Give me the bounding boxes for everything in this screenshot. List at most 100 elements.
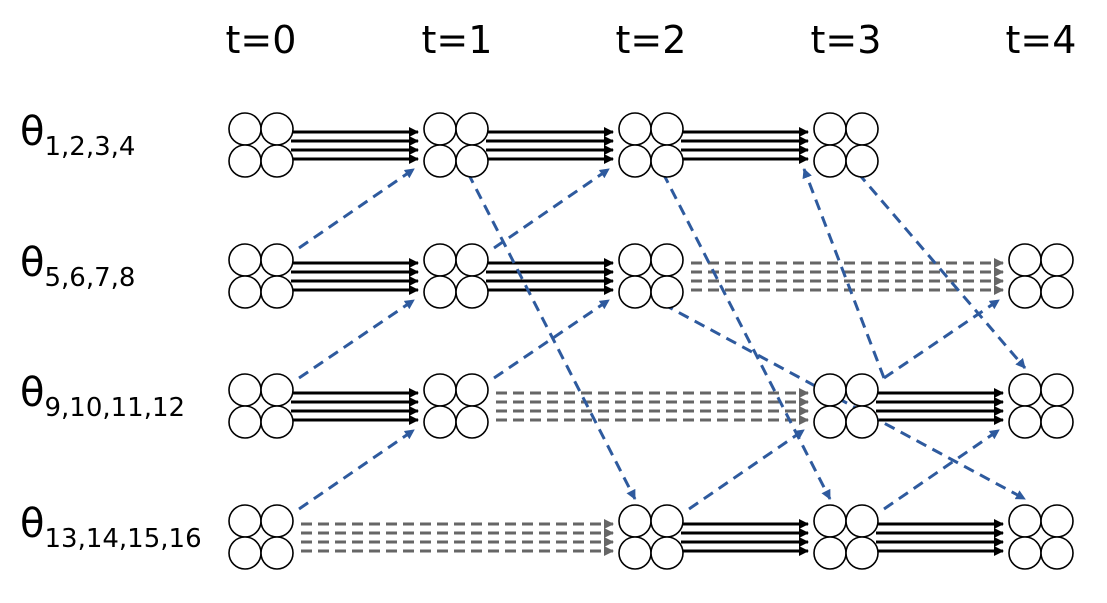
node-block-r1-t0	[228, 243, 294, 309]
exchange-arrow-12	[883, 428, 1000, 511]
node-circle-r0-t2-2	[618, 144, 652, 178]
node-circle-r3-t3-3	[845, 536, 879, 570]
exchange-arrow-8	[688, 428, 805, 511]
node-circle-r2-t1-0	[423, 373, 457, 407]
node-circle-r1-t0-3	[260, 275, 294, 309]
row-label-0-subscript: 1,2,3,4	[44, 132, 135, 162]
node-circle-r1-t1-1	[455, 243, 489, 277]
node-circle-r0-t2-1	[650, 112, 684, 146]
exchange-arrow-9	[856, 172, 1027, 369]
node-circle-r3-t0-1	[260, 504, 294, 538]
row-label-3: θ13,14,15,16	[20, 501, 202, 554]
time-labels: t=0 t=1 t=2 t=3 t=4	[226, 18, 1077, 62]
node-circle-r3-t2-2	[618, 536, 652, 570]
row-labels: θ1,2,3,4 θ5,6,7,8 θ9,10,11,12 θ13,14,15,…	[20, 109, 202, 554]
node-circle-r2-t3-0	[813, 373, 847, 407]
node-circle-r2-t0-0	[228, 373, 262, 407]
node-block-r2-t1	[423, 373, 489, 439]
node-circle-r2-t4-1	[1040, 373, 1074, 407]
node-block-r3-t0	[228, 504, 294, 570]
node-circle-r1-t2-2	[618, 275, 652, 309]
node-circle-r0-t0-2	[228, 144, 262, 178]
row-label-2-symbol: θ	[20, 370, 44, 416]
row-label-1: θ5,6,7,8	[20, 240, 135, 293]
node-circle-r2-t1-2	[423, 405, 457, 439]
node-circle-r1-t2-0	[618, 243, 652, 277]
node-circle-r1-t4-3	[1040, 275, 1074, 309]
node-circle-r0-t3-3	[845, 144, 879, 178]
node-block-r3-t4	[1008, 504, 1074, 570]
row-label-0: θ1,2,3,4	[20, 109, 135, 162]
node-circle-r0-t2-0	[618, 112, 652, 146]
exchange-arrow-1	[298, 298, 415, 380]
node-circle-r0-t1-0	[423, 112, 457, 146]
node-circle-r3-t4-2	[1008, 536, 1042, 570]
node-circle-r3-t0-0	[228, 504, 262, 538]
node-circle-r0-t3-1	[845, 112, 879, 146]
row-label-2: θ9,10,11,12	[20, 370, 185, 423]
node-circle-r2-t3-1	[845, 373, 879, 407]
node-circle-r2-t0-1	[260, 373, 294, 407]
node-circle-r1-t0-0	[228, 243, 262, 277]
exchange-layer	[298, 167, 1027, 511]
node-circle-r3-t0-3	[260, 536, 294, 570]
time-label-3: t=3	[811, 18, 882, 62]
time-label-0: t=0	[226, 18, 297, 62]
exchange-arrow-11	[662, 302, 1026, 501]
node-block-r0-t2	[618, 112, 684, 178]
node-circle-r1-t2-1	[650, 243, 684, 277]
exchange-arrow-4	[493, 298, 610, 380]
node-circle-r2-t0-3	[260, 405, 294, 439]
node-circle-r2-t0-2	[228, 405, 262, 439]
node-circle-r0-t1-2	[423, 144, 457, 178]
node-circle-r2-t4-3	[1040, 405, 1074, 439]
node-circle-r1-t0-2	[228, 275, 262, 309]
nodes-layer	[228, 112, 1074, 570]
row-label-2-subscript: 9,10,11,12	[44, 393, 185, 423]
node-circle-r3-t3-0	[813, 504, 847, 538]
node-circle-r3-t2-0	[618, 504, 652, 538]
exchange-arrow-7	[661, 172, 832, 500]
node-circle-r0-t3-2	[813, 144, 847, 178]
exchange-arrow-10	[883, 298, 1000, 380]
node-block-r0-t0	[228, 112, 294, 178]
node-circle-r3-t4-3	[1040, 536, 1074, 570]
node-block-r2-t0	[228, 373, 294, 439]
node-circle-r2-t4-2	[1008, 405, 1042, 439]
node-circle-r1-t1-0	[423, 243, 457, 277]
exchange-arrow-5	[466, 172, 637, 500]
row-label-1-symbol: θ	[20, 240, 44, 286]
node-circle-r0-t0-3	[260, 144, 294, 178]
node-block-r1-t2	[618, 243, 684, 309]
node-circle-r2-t1-1	[455, 373, 489, 407]
node-circle-r3-t3-2	[813, 536, 847, 570]
node-circle-r3-t4-1	[1040, 504, 1074, 538]
node-circle-r0-t0-0	[228, 112, 262, 146]
exchange-arrow-0	[298, 167, 415, 250]
node-circle-r3-t3-1	[845, 504, 879, 538]
node-circle-r0-t1-1	[455, 112, 489, 146]
time-label-4: t=4	[1006, 18, 1077, 62]
node-circle-r0-t3-0	[813, 112, 847, 146]
node-circle-r2-t3-2	[813, 405, 847, 439]
node-circle-r1-t1-3	[455, 275, 489, 309]
node-circle-r3-t0-2	[228, 536, 262, 570]
node-block-r3-t3	[813, 504, 879, 570]
row-label-1-subscript: 5,6,7,8	[44, 263, 135, 293]
node-block-r1-t1	[423, 243, 489, 309]
node-block-r2-t4	[1008, 373, 1074, 439]
node-circle-r2-t3-3	[845, 405, 879, 439]
node-circle-r1-t4-2	[1008, 275, 1042, 309]
exchange-arrow-6	[802, 168, 886, 379]
node-block-r2-t3	[813, 373, 879, 439]
node-circle-r3-t2-3	[650, 536, 684, 570]
node-block-r0-t3	[813, 112, 879, 178]
node-circle-r1-t0-1	[260, 243, 294, 277]
node-circle-r2-t4-0	[1008, 373, 1042, 407]
node-circle-r0-t1-3	[455, 144, 489, 178]
node-circle-r0-t2-3	[650, 144, 684, 178]
row-label-0-symbol: θ	[20, 109, 44, 155]
node-circle-r1-t4-0	[1008, 243, 1042, 277]
links-layer	[291, 127, 1004, 556]
